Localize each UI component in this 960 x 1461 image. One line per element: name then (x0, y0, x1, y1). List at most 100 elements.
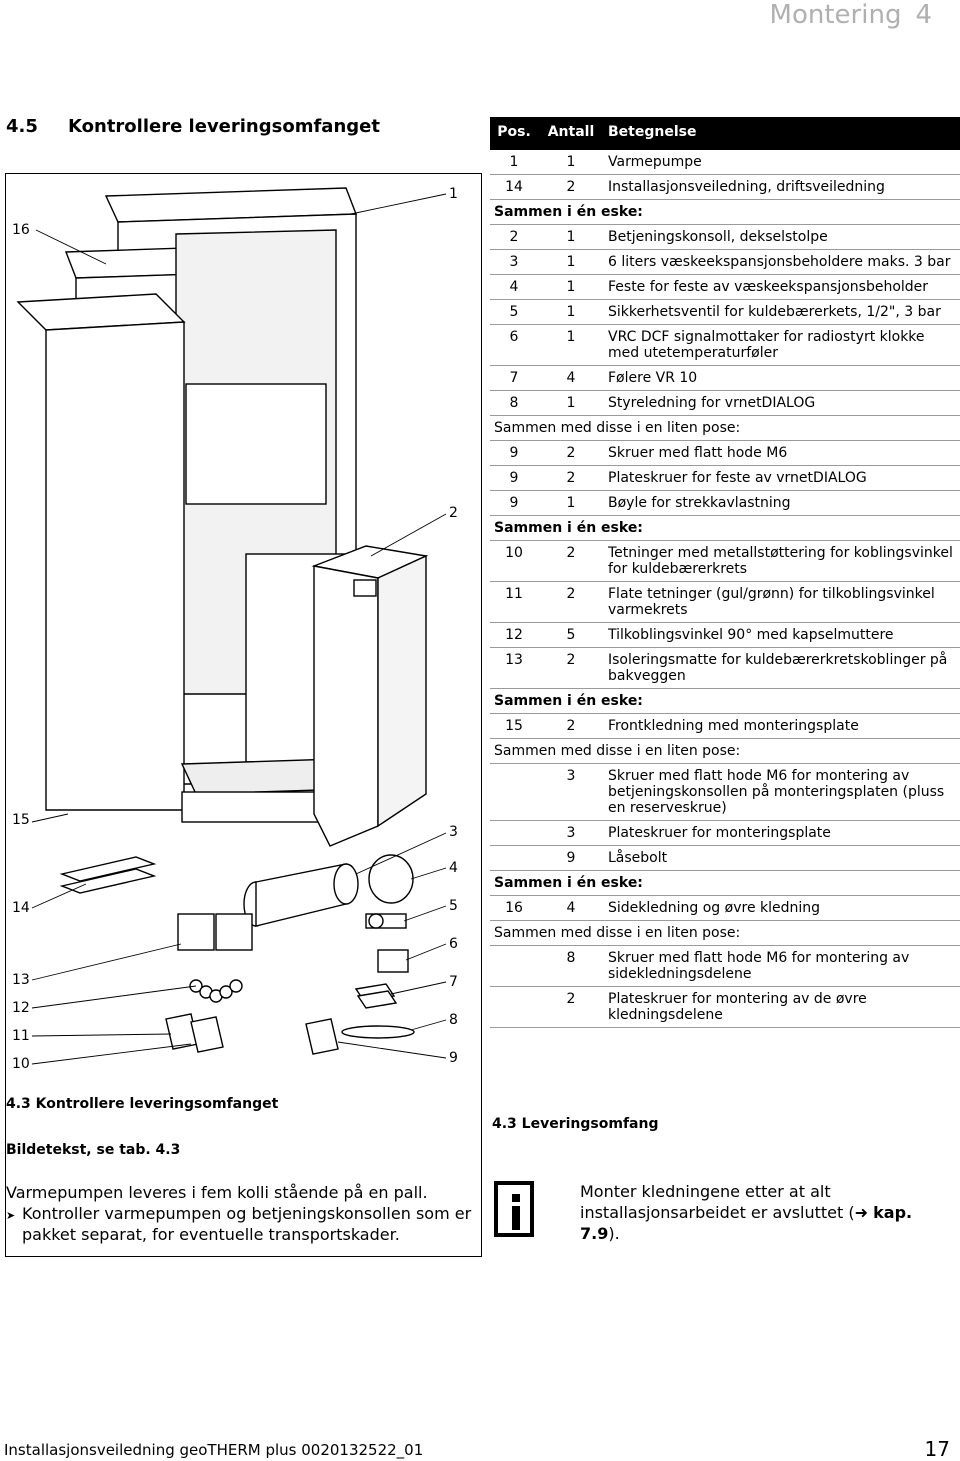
cell-qty: 2 (538, 713, 604, 739)
cell-pos: 1 (490, 150, 538, 175)
cell-qty: 1 (538, 299, 604, 325)
cell-desc: Sidekledning og øvre kledning (604, 895, 960, 921)
group-label: Sammen med disse i en liten pose: (490, 738, 960, 764)
header-qty: Antall (538, 117, 604, 150)
figure-subcaption: Bildetekst, se tab. 4.3 (6, 1142, 181, 1158)
cell-desc: Skruer med flatt hode M6 for montering a… (604, 763, 960, 821)
group-label: Sammen i én eske: (490, 515, 960, 541)
info-ref: kap. 7.9 (580, 1203, 913, 1243)
cell-qty: 2 (538, 465, 604, 491)
cell-desc: Varmepumpe (604, 150, 960, 175)
cell-desc: Styreledning for vrnetDIALOG (604, 390, 960, 416)
cell-pos: 12 (490, 622, 538, 648)
cell-pos: 3 (490, 249, 538, 275)
cell-desc: Låsebolt (604, 845, 960, 871)
header-desc: Betegnelse (604, 117, 960, 150)
callout-15: 15 (12, 812, 30, 828)
callout-13: 13 (12, 972, 30, 988)
cell-pos: 8 (490, 390, 538, 416)
cell-desc: Isoleringsmatte for kuldebærerkretskobli… (604, 647, 960, 689)
cell-pos: 14 (490, 174, 538, 200)
cell-pos: 15 (490, 713, 538, 739)
callout-11: 11 (12, 1028, 30, 1044)
cell-pos (490, 986, 538, 1028)
cell-desc: Flate tetninger (gul/grønn) for tilkobli… (604, 581, 960, 623)
cell-desc: Skruer med flatt hode M6 (604, 440, 960, 466)
cell-pos: 10 (490, 540, 538, 582)
callout-16: 16 (12, 222, 30, 238)
cell-pos: 6 (490, 324, 538, 366)
info-note: Monter kledningene etter at alt installa… (580, 1181, 950, 1244)
cell-qty: 1 (538, 324, 604, 366)
cell-desc: Følere VR 10 (604, 365, 960, 391)
cell-qty: 3 (538, 763, 604, 821)
callout-12: 12 (12, 1000, 30, 1016)
table-group-row: Sammen i én eske: (490, 870, 960, 896)
cell-pos: 11 (490, 581, 538, 623)
cell-pos: 13 (490, 647, 538, 689)
section-number: 4.5 (6, 116, 38, 137)
cell-qty: 8 (538, 945, 604, 987)
cell-desc: Tilkoblingsvinkel 90° med kapselmuttere (604, 622, 960, 648)
cell-pos (490, 763, 538, 821)
cell-pos: 16 (490, 895, 538, 921)
cell-qty: 2 (538, 647, 604, 689)
info-icon (494, 1181, 534, 1237)
figure-caption: 4.3 Kontrollere leveringsomfanget (6, 1096, 279, 1112)
cell-qty: 2 (538, 986, 604, 1028)
cell-desc: Plateskruer for montering av de øvre kle… (604, 986, 960, 1028)
group-label: Sammen med disse i en liten pose: (490, 415, 960, 441)
cell-desc: Installasjonsveiledning, driftsveilednin… (604, 174, 960, 200)
delivery-scope-illustration (16, 187, 447, 1065)
cell-desc: Tetninger med metallstøttering for kobli… (604, 540, 960, 582)
page-number: 17 (924, 1437, 950, 1461)
cell-qty: 1 (538, 249, 604, 275)
info-icon-dot (512, 1194, 520, 1202)
cell-qty: 4 (538, 895, 604, 921)
callout-6: 6 (449, 936, 458, 952)
table-header-row: Pos. Antall Betegnelse (490, 117, 960, 150)
callout-2: 2 (449, 505, 458, 521)
running-header-title: Montering (769, 0, 902, 30)
table-group-row: Sammen med disse i en liten pose: (490, 920, 960, 946)
bullet-item: Kontroller varmepumpen og betjeningskons… (6, 1203, 476, 1245)
cell-desc: VRC DCF signalmottaker for radiostyrt kl… (604, 324, 960, 366)
table-group-row: Sammen med disse i en liten pose: (490, 738, 960, 764)
group-label: Sammen i én eske: (490, 870, 960, 896)
cell-pos (490, 820, 538, 846)
callout-14: 14 (12, 900, 30, 916)
cell-qty: 3 (538, 820, 604, 846)
cell-desc: Betjeningskonsoll, dekselstolpe (604, 224, 960, 250)
callout-10: 10 (12, 1056, 30, 1072)
cell-pos (490, 945, 538, 987)
info-text-after: ). (608, 1224, 620, 1243)
cell-qty: 2 (538, 581, 604, 623)
cell-qty: 1 (538, 490, 604, 516)
info-icon-bar (512, 1206, 520, 1230)
header-pos: Pos. (490, 117, 538, 150)
cell-qty: 5 (538, 622, 604, 648)
cell-qty: 1 (538, 224, 604, 250)
cell-pos: 9 (490, 490, 538, 516)
callout-8: 8 (449, 1012, 458, 1028)
cell-pos: 7 (490, 365, 538, 391)
cell-desc: Feste for feste av væskeekspansjonsbehol… (604, 274, 960, 300)
cell-pos: 4 (490, 274, 538, 300)
